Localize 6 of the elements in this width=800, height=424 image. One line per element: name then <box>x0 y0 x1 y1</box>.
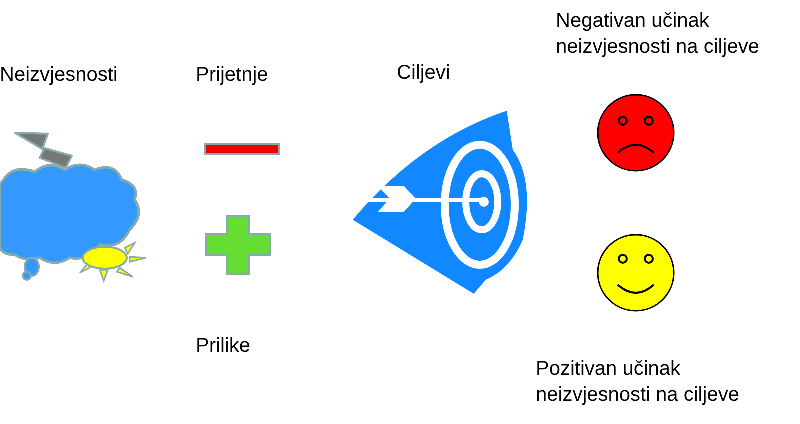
label-text: Prijetnje <box>196 63 268 88</box>
label-text: Pozitivan učinak neizvjesnosti na ciljeve <box>536 357 740 408</box>
label-text: Negativan učinak neizvjesnosti na ciljeve <box>556 9 760 60</box>
label-text: Prilike <box>196 334 250 359</box>
label-text: Neizvjesnosti <box>0 63 118 88</box>
label-text: Ciljevi <box>397 61 450 86</box>
